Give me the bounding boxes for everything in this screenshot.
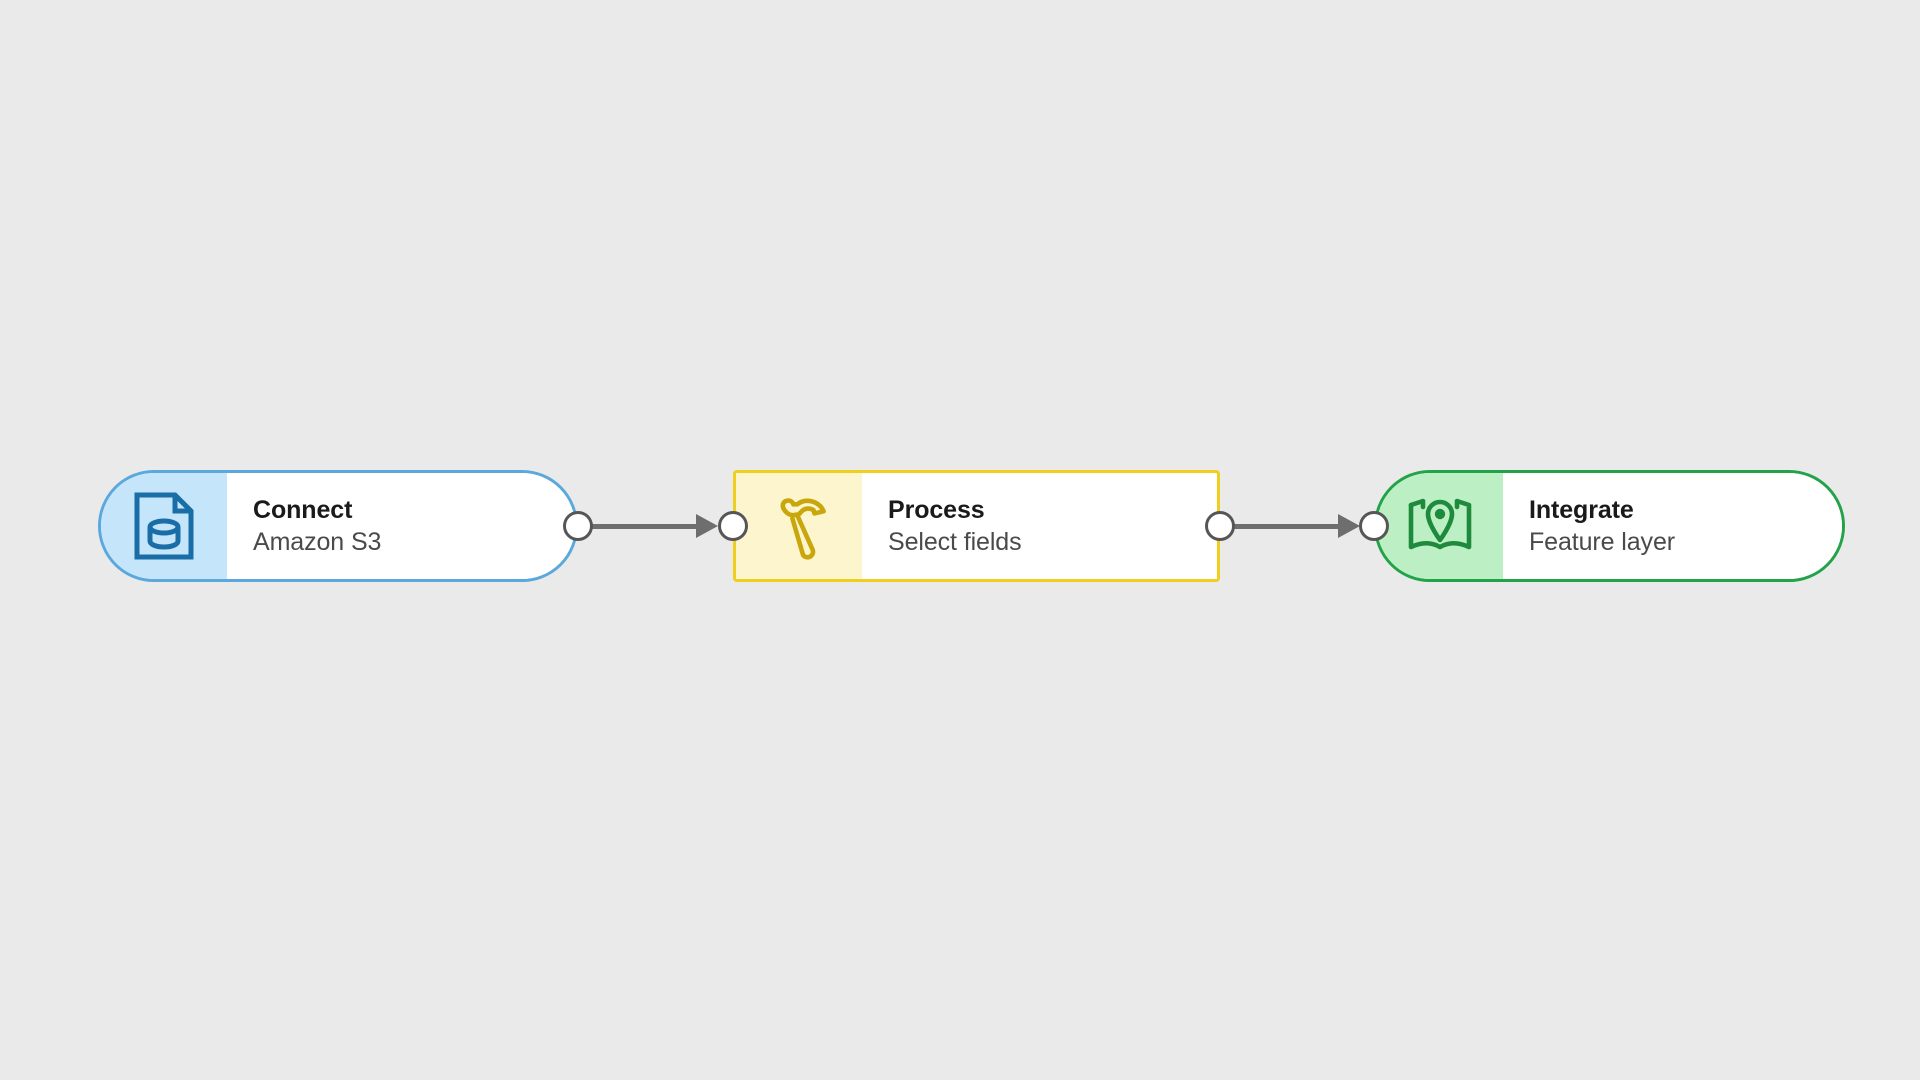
hammer-icon xyxy=(780,498,826,560)
connector-arrowhead-icon xyxy=(1338,514,1360,538)
document-database-icon xyxy=(134,492,194,560)
workflow-connector-process-to-integrate[interactable] xyxy=(1234,514,1364,538)
workflow-node-process[interactable]: Process Select fields xyxy=(733,470,1220,582)
node-subtitle-process: Select fields xyxy=(888,528,1022,556)
port-input-integrate[interactable] xyxy=(1359,511,1389,541)
workflow-connector-connect-to-process[interactable] xyxy=(592,514,722,538)
node-title-integrate: Integrate xyxy=(1529,496,1634,524)
node-title-connect: Connect xyxy=(253,496,353,524)
port-output-process[interactable] xyxy=(1205,511,1235,541)
node-icon-panel-integrate xyxy=(1377,473,1503,579)
node-body-integrate: Integrate Feature layer xyxy=(1503,473,1842,579)
node-icon-panel-connect xyxy=(101,473,227,579)
connector-arrowhead-icon xyxy=(696,514,718,538)
node-title-process: Process xyxy=(888,496,985,524)
port-input-process[interactable] xyxy=(718,511,748,541)
port-output-connect[interactable] xyxy=(563,511,593,541)
map-pin-icon xyxy=(1408,498,1472,550)
workflow-node-row: Connect Amazon S3 Process Select fields xyxy=(0,470,1920,582)
node-body-process: Process Select fields xyxy=(862,473,1217,579)
node-body-connect: Connect Amazon S3 xyxy=(227,473,575,579)
node-icon-panel-process xyxy=(736,473,862,579)
node-subtitle-integrate: Feature layer xyxy=(1529,528,1675,556)
connector-line xyxy=(592,524,700,529)
connector-line xyxy=(1234,524,1342,529)
workflow-node-integrate[interactable]: Integrate Feature layer xyxy=(1374,470,1845,582)
workflow-node-connect[interactable]: Connect Amazon S3 xyxy=(98,470,578,582)
node-subtitle-connect: Amazon S3 xyxy=(253,528,382,556)
